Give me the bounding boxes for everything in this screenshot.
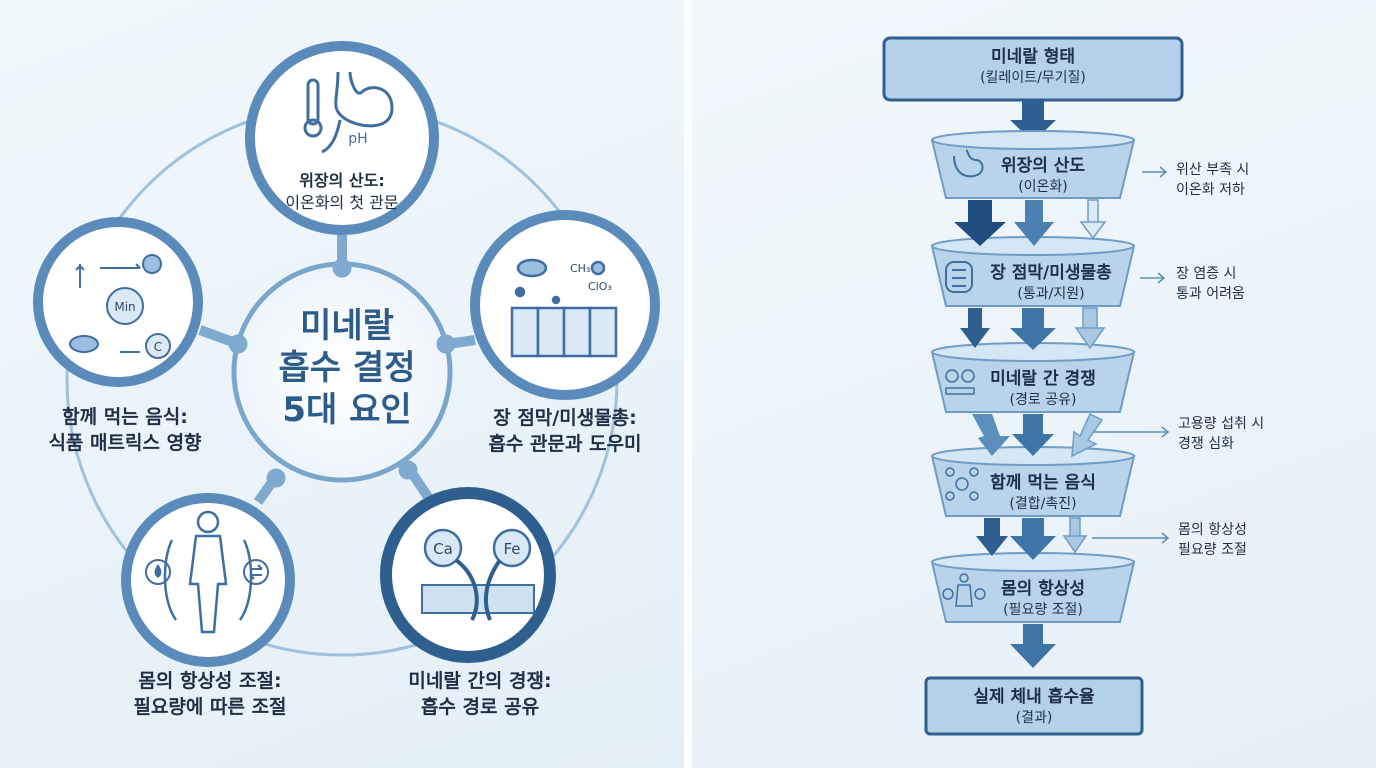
arrows-stage3: [972, 412, 1104, 458]
mineral-form-title: 미네랄 형태: [990, 47, 1076, 67]
food-label-line-1: 함께 먹는 음식:: [62, 406, 188, 428]
center-title-line-2: 흡수 결정: [278, 348, 416, 388]
stage-2-title: 장 점막/미생물총: [990, 263, 1112, 283]
food-label: 함께 먹는 음식: 식품 매트릭스 영향: [25, 404, 225, 456]
droplet-icon: [145, 559, 171, 585]
fe-label: Fe: [503, 540, 520, 558]
center-title-line-3: 5대 요인: [282, 390, 412, 430]
stage-5-label: 몸의 항상성 (필요량 조절): [978, 578, 1108, 620]
competition-label: 미네랄 간의 경쟁: 흡수 경로 공유: [385, 668, 575, 720]
stomach-label-line-2: 이온화의 첫 관문: [285, 193, 399, 212]
gut-icon-text-1: CH₃: [570, 262, 590, 275]
ca-label: Ca: [433, 540, 453, 558]
node-food: Min C: [33, 217, 203, 387]
factors-diagram: pH CH₃ ClO₃: [33, 41, 660, 667]
note-3-line-2: 경쟁 심화: [1178, 436, 1234, 452]
note-2-line-2: 통과 어려움: [1176, 286, 1245, 302]
factors-panel: pH CH₃ ClO₃: [0, 0, 684, 768]
stomach-label: 위장의 산도: 이온화의 첫 관문: [262, 170, 422, 214]
note-1-line-2: 이온화 저하: [1176, 182, 1245, 198]
stage-3-title: 미네랄 간 경쟁: [990, 369, 1096, 389]
stomach-small-icon: [953, 149, 984, 178]
stage-1-label: 위장의 산도 (이온화): [978, 155, 1108, 197]
panel-divider: [684, 0, 692, 768]
competition-small-icon: [945, 369, 975, 395]
mineral-form-sub: (킬레이트/무기질): [980, 70, 1086, 86]
center-title: 미네랄 흡수 결정 5대 요인: [262, 305, 432, 431]
note-2-line-1: 장 염증 시: [1176, 266, 1237, 282]
stage-1-sub: (이온화): [1018, 179, 1068, 195]
food-matrix-icon: [69, 254, 171, 359]
intestine-cells-icon: [510, 258, 618, 358]
note-3-line-1: 고용량 섭취 시: [1178, 416, 1265, 432]
stomach-label-line-1: 위장의 산도:: [299, 171, 385, 190]
arrows-stage2: [960, 307, 1106, 350]
note-1: 위산 부족 시 이온화 저하: [1176, 160, 1249, 200]
funnel-competition: [930, 342, 1136, 413]
absorption-rate-title: 실제 체내 흡수율: [973, 687, 1095, 707]
arrows-stage4: [976, 517, 1088, 560]
gut-label-line-1: 장 점막/미생물총:: [493, 407, 637, 429]
food-small-icon: [945, 467, 979, 501]
note-2: 장 염증 시 통과 어려움: [1176, 264, 1245, 304]
note-4: 몸의 항상성 필요량 조절: [1178, 520, 1247, 560]
arrow-final: [1010, 624, 1056, 668]
homeostasis-label: 몸의 항상성 조절: 필요량에 따른 조절: [110, 668, 310, 720]
mineral-form-label: 미네랄 형태 (킬레이트/무기질): [884, 46, 1182, 88]
node-gut: CH₃ ClO₃: [470, 210, 660, 400]
human-body-icon: [163, 510, 253, 634]
stage-3-label: 미네랄 간 경쟁 (경로 공유): [978, 368, 1108, 410]
stage-5-title: 몸의 항상성: [1000, 579, 1086, 599]
note-1-line-1: 위산 부족 시: [1176, 162, 1250, 178]
homeostasis-label-line-1: 몸의 항상성 조절:: [138, 670, 282, 692]
vitamin-c-label: C: [154, 340, 162, 354]
homeostasis-label-line-2: 필요량에 따른 조절: [133, 696, 287, 718]
note-3: 고용량 섭취 시 경쟁 심화: [1178, 414, 1264, 454]
competition-label-line-1: 미네랄 간의 경쟁:: [408, 670, 552, 692]
connectors: [198, 225, 476, 505]
absorption-rate-sub: (결과): [1015, 710, 1053, 726]
flow-panel: 미네랄 형태 (킬레이트/무기질) 위장의 산도 (이온화) 장 점막/미생물총…: [692, 0, 1376, 768]
stomach-icon: [303, 71, 394, 154]
note-4-line-2: 필요량 조절: [1178, 542, 1247, 558]
note-arrows: [1092, 166, 1170, 544]
stage-4-sub: (결합/촉진): [1009, 496, 1077, 512]
absorption-rate-label: 실제 체내 흡수율 (결과): [926, 686, 1142, 728]
min-label: Min: [114, 300, 135, 314]
gut-icon-text-2: ClO₃: [588, 280, 612, 293]
stage-2-sub: (통과/지원): [1017, 286, 1085, 302]
mineral-competition-icon: [421, 528, 535, 621]
node-stomach: pH: [245, 41, 439, 235]
funnel-homeostasis: [930, 552, 1136, 623]
stage-5-sub: (필요량 조절): [1003, 602, 1083, 618]
stage-4-label: 함께 먹는 음식 (결합/촉진): [978, 472, 1108, 514]
exchange-icon: [243, 559, 269, 585]
competition-label-line-2: 흡수 경로 공유: [420, 696, 540, 718]
funnel-stomach: [930, 130, 1136, 199]
center-title-line-1: 미네랄: [300, 306, 394, 346]
body-small-icon: [942, 573, 986, 607]
note-4-line-1: 몸의 항상성: [1178, 522, 1247, 538]
stage-2-label: 장 점막/미생물총 (통과/지원): [978, 262, 1124, 304]
node-homeostasis: [121, 493, 295, 667]
intestine-small-icon: [945, 261, 973, 293]
gut-label-line-2: 흡수 관문과 도우미: [488, 433, 642, 455]
stage-1-title: 위장의 산도: [1000, 156, 1086, 176]
food-label-line-2: 식품 매트릭스 영향: [48, 432, 202, 454]
node-competition: Ca Fe: [380, 487, 556, 663]
stage-4-title: 함께 먹는 음식: [990, 473, 1096, 493]
gut-label: 장 점막/미생물총: 흡수 관문과 도우미: [470, 405, 660, 457]
absorption-rate-box: [924, 676, 1144, 736]
arrows-stage1: [954, 199, 1107, 246]
stage-3-sub: (경로 공유): [1009, 392, 1077, 408]
flow-diagram: [882, 36, 1184, 736]
ph-icon-text: pH: [348, 131, 367, 147]
